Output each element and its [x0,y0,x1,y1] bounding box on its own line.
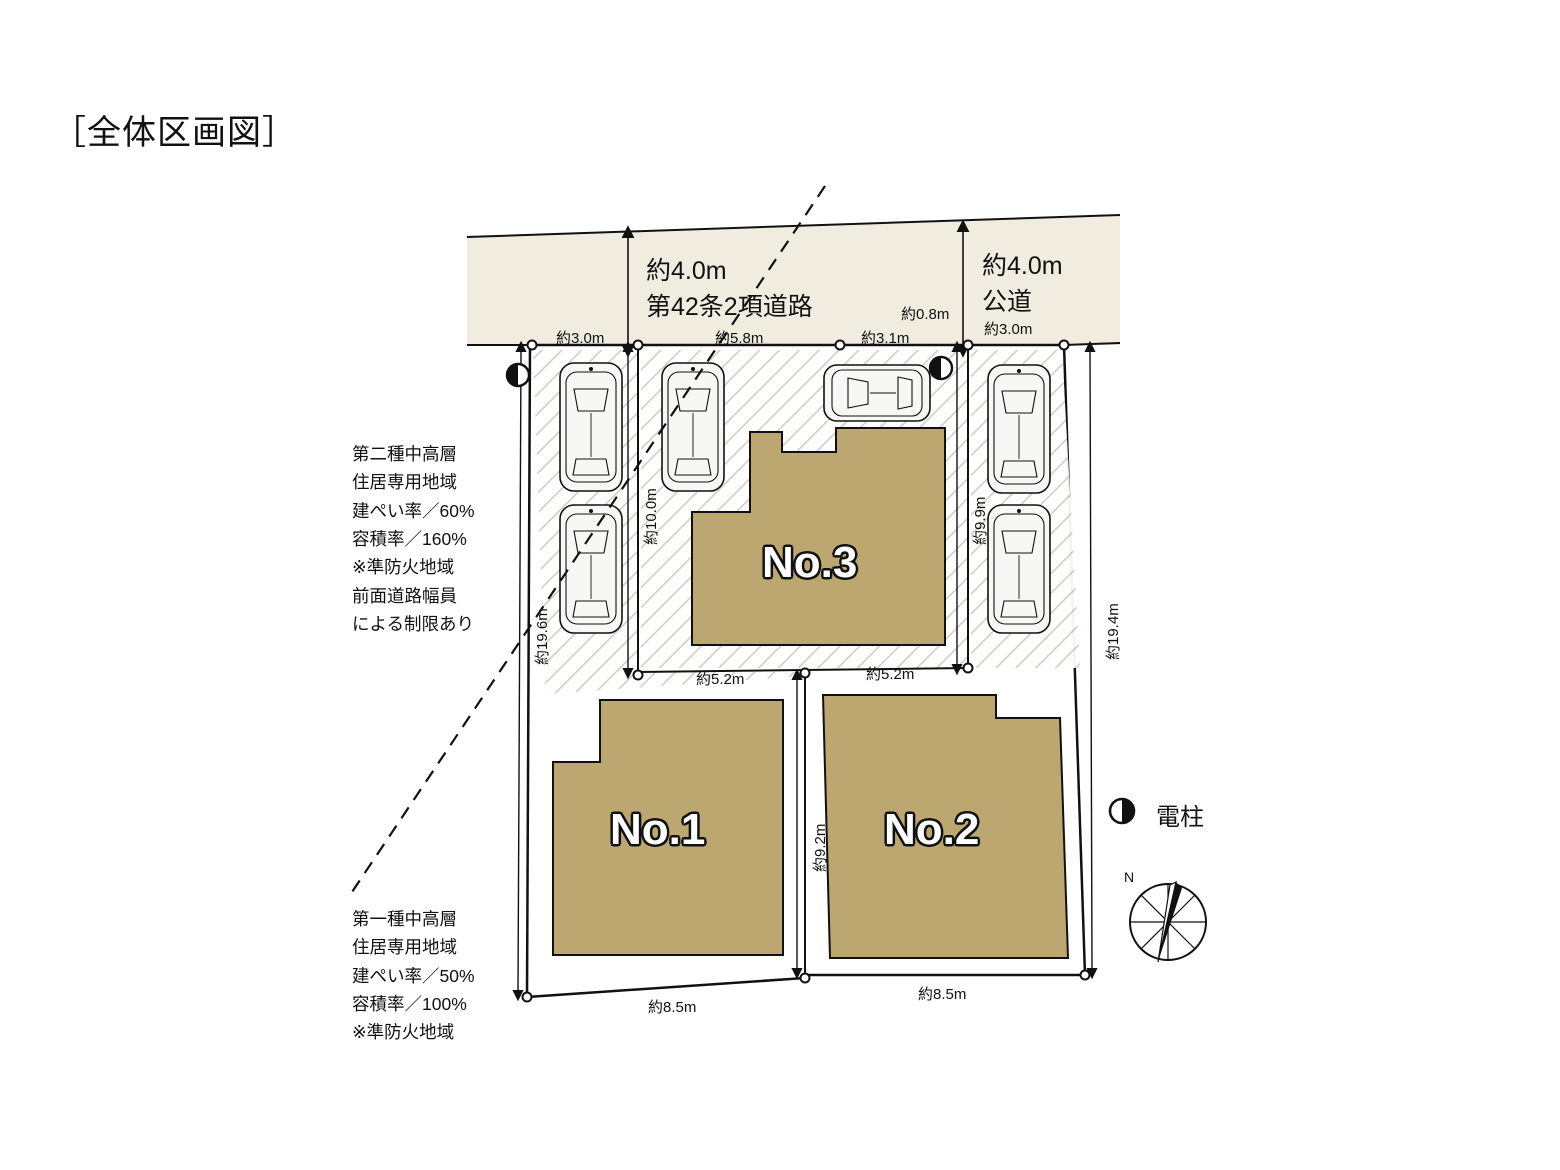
road-label-right: 約4.0m 公道 [982,248,1063,321]
dim-bottom-left: 約8.5m [648,999,697,1016]
car-icon-3 [661,362,725,492]
dimension-lines-middle [521,662,1091,1003]
lot-label-no3: No.3 [762,538,858,587]
car-icon-4 [987,364,1051,494]
dim-inner-right: 約9.9m [972,496,989,545]
dimension-lines-vertical [512,340,1098,1002]
legend-pole-label: 電柱 [1156,804,1204,831]
building-footprint-no2 [821,694,1070,959]
zoning-note-upper: 第二種中高層 住居専用地域 建ぺい率／60% 容積率／160% ※準防火地域 前… [352,444,475,635]
road-left-width: 約4.0m [646,257,727,285]
road-label-left: 約4.0m 第42条2項道路 [646,253,813,326]
dim-inner-left: 約10.0m [643,488,660,545]
road-left-name: 第42条2項道路 [646,293,813,322]
dim-top-2: 約5.8m [715,330,764,347]
legend-pole-icon [1108,797,1136,825]
dim-top-3: 約3.1m [861,330,910,347]
utility-pole-marker-1 [505,362,531,388]
dim-center-vertical: 約9.2m [812,823,829,872]
dim-top-5: 約3.0m [984,321,1033,338]
car-icon-2 [559,504,623,634]
dim-mid-left: 約5.2m [696,671,745,688]
lot-label-no2: No.2 [884,805,980,854]
zoning-boundary-dashed [351,185,826,893]
lot-label-no1: No.1 [610,805,706,854]
dim-mid-right: 約5.2m [866,666,915,683]
dim-top-4: 約0.8m [901,306,950,323]
page-title: ［全体区画図］ [52,114,297,152]
zoning-note-lower: 第一種中高層 住居専用地域 建ぺい率／50% 容積率／100% ※準防火地域 [352,909,475,1043]
compass-north-label: N [1124,869,1135,885]
road-right-width: 約4.0m [982,252,1063,280]
dim-right-outer: 約19.4m [1105,603,1122,660]
utility-pole-marker-2 [928,355,954,381]
car-icon-6 [823,364,931,422]
building-footprint-no1 [552,699,784,956]
car-icon-1 [559,362,623,492]
dim-left-outer: 約19.6m [534,608,551,665]
dim-bottom-right: 約8.5m [918,986,967,1003]
road-right-name: 公道 [982,288,1033,317]
dim-top-1: 約3.0m [556,330,605,347]
building-footprint-no3 [691,427,946,646]
compass-rose-icon [1129,880,1207,963]
car-icon-5 [987,504,1051,634]
